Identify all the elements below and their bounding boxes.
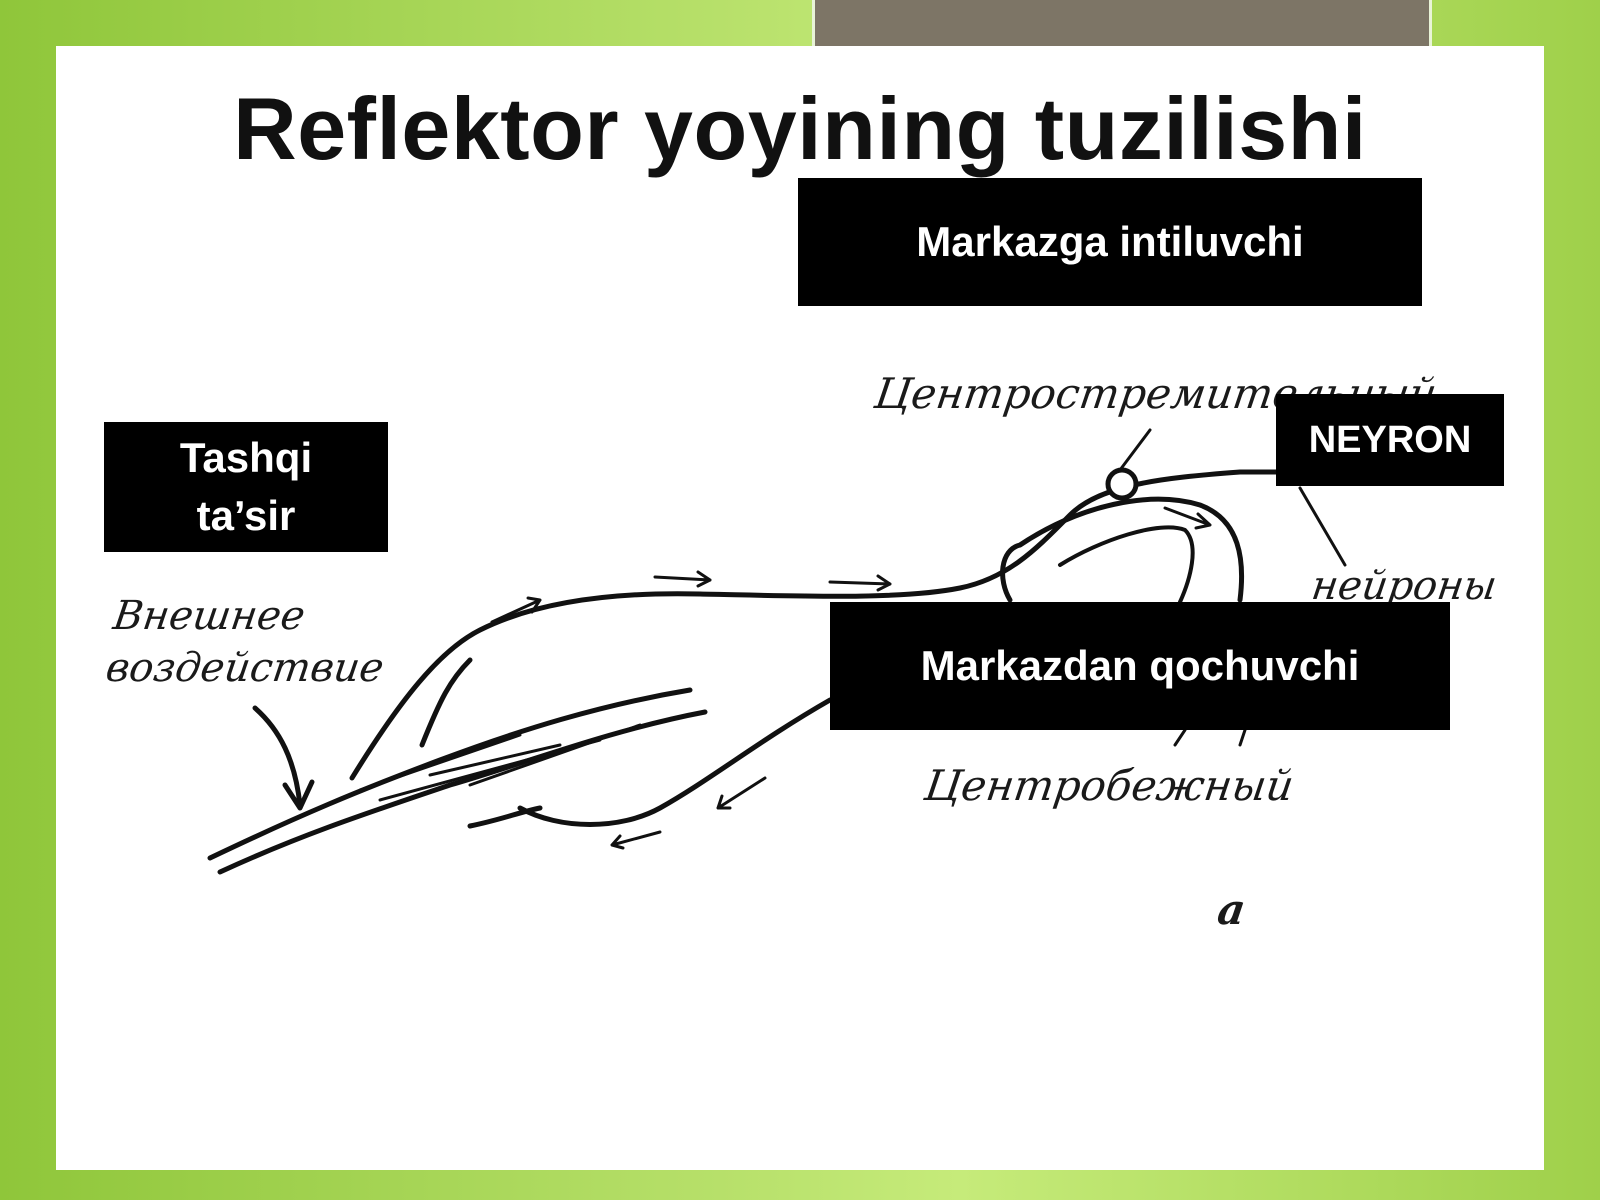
- direction-arrow: [828, 574, 892, 592]
- spinal-cord: [1000, 496, 1245, 603]
- direction-arrow: [490, 596, 542, 624]
- neuron-label-box: NEYRON: [1276, 394, 1504, 486]
- limb-outline-lower: [217, 709, 708, 875]
- afferent-nerve-branch: [419, 657, 473, 748]
- efferent-pointer: [1238, 728, 1247, 747]
- top-decor-bar: [812, 0, 1432, 46]
- direction-arrow: [610, 830, 662, 850]
- direction-arrow: [653, 570, 712, 588]
- slide-title: Reflektor yoyining tuzilishi: [233, 79, 1367, 178]
- afferent-pointer: [1118, 428, 1152, 472]
- efferent-nerve-branch: [467, 805, 543, 829]
- limb-outline: [207, 687, 693, 861]
- muscle-line: [468, 723, 642, 787]
- efferent-label-box: Markazdan qochuvchi: [830, 602, 1450, 730]
- muscle-line: [378, 738, 602, 802]
- afferent-label-box: Markazga intiluvchi: [798, 178, 1422, 306]
- muscle-line: [358, 733, 522, 792]
- stimulus-arrowhead: [282, 779, 315, 811]
- external-stimulus-label-box: Tashqi ta’sir: [104, 422, 388, 552]
- spinal-cord-inner: [1058, 525, 1195, 604]
- stimulus-arrow: [252, 705, 303, 808]
- efferent-pointer: [1173, 728, 1187, 747]
- afferent-nerve: [349, 469, 1285, 781]
- efferent-russian-label: Центробежный: [921, 761, 1297, 810]
- muscle-line: [428, 743, 562, 777]
- ganglion: [1105, 467, 1139, 501]
- efferent-nerve: [517, 697, 833, 827]
- neuron-pointer: [1298, 486, 1347, 567]
- direction-arrow: [1163, 506, 1212, 530]
- direction-arrow: [716, 776, 767, 810]
- external-stimulus-russian-label: Внешнее воздействие: [103, 593, 387, 691]
